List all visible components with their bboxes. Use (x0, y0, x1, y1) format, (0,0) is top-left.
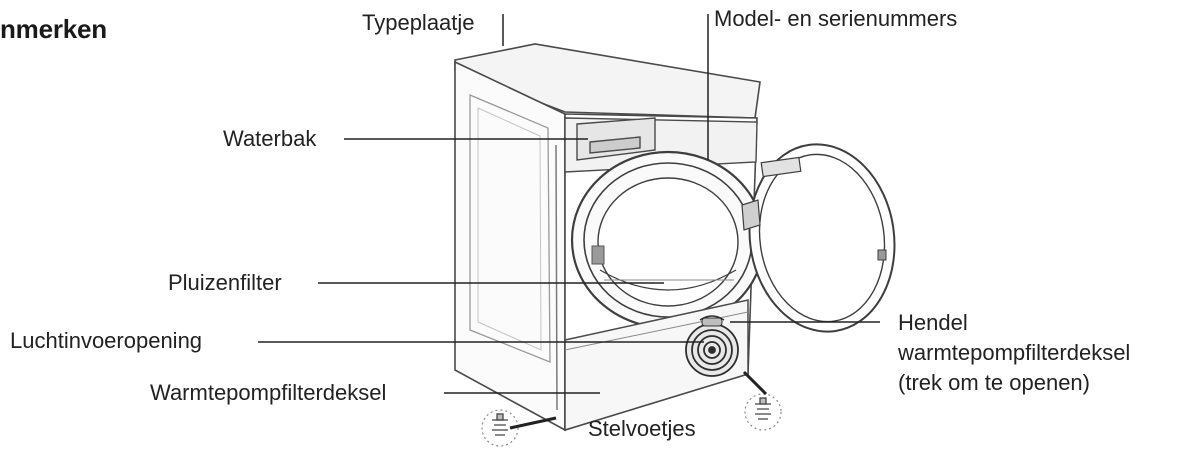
label-warmtepompfilterdeksel: Warmtepompfilterdeksel (150, 378, 386, 408)
levelling-foot-right-icon (755, 398, 771, 419)
label-model-serienummers: Model- en serienummers (714, 4, 957, 34)
porthole (572, 152, 764, 328)
label-hendel-line2: warmtepompfilterdeksel (898, 338, 1130, 368)
levelling-foot-left-icon (492, 414, 508, 435)
label-hendel-line3: (trek om te openen) (898, 368, 1130, 398)
label-waterbak: Waterbak (223, 124, 316, 154)
label-typeplaatje: Typeplaatje (362, 8, 475, 38)
label-hendel-line1: Hendel (898, 308, 1130, 338)
section-heading: nmerken (0, 14, 107, 45)
label-stelvoetjes: Stelvoetjes (588, 414, 696, 444)
label-pluizenfilter: Pluizenfilter (168, 268, 282, 298)
open-door (738, 135, 907, 341)
label-hendel-block: Hendel warmtepompfilterdeksel (trek om t… (898, 308, 1130, 398)
label-luchtinvoeropening: Luchtinvoeropening (10, 326, 202, 356)
dryer-side-panel (455, 62, 565, 430)
